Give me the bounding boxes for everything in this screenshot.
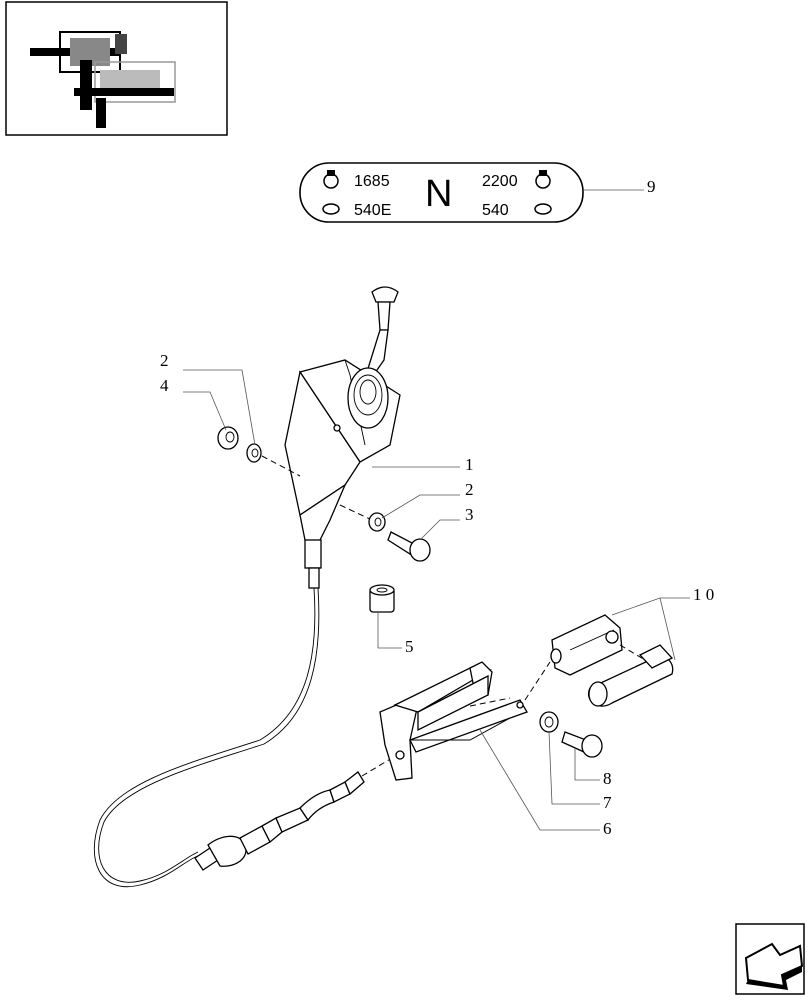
clevis-pin-part-10 bbox=[587, 644, 674, 707]
pto-shaft-icon bbox=[322, 170, 340, 215]
clevis-part-10-upper bbox=[550, 614, 623, 676]
neutral-label: N bbox=[425, 173, 452, 215]
pto-shaft-icon bbox=[534, 170, 552, 215]
speed-label-540: 540 bbox=[482, 202, 509, 219]
callout-6: 6 bbox=[603, 819, 612, 838]
callout-4: 4 bbox=[160, 376, 169, 395]
spacer-part-5 bbox=[369, 584, 395, 613]
callout-10: 1 0 bbox=[693, 585, 714, 604]
bolt-part-3 bbox=[387, 531, 431, 562]
bracket-arm bbox=[379, 661, 528, 781]
callout-9: 9 bbox=[647, 177, 656, 196]
washer-part-2-top bbox=[246, 443, 262, 463]
callout-3: 3 bbox=[465, 505, 474, 524]
bolt-part-8 bbox=[561, 731, 603, 758]
speed-label-540e: 540E bbox=[354, 202, 391, 219]
cable-end-assembly bbox=[194, 771, 365, 871]
speed-label-1685: 1685 bbox=[354, 173, 390, 190]
callout-2-lower: 2 bbox=[465, 480, 474, 499]
speed-label-2200: 2200 bbox=[482, 173, 518, 190]
next-page-arrow-icon[interactable] bbox=[735, 923, 805, 995]
callout-1: 1 bbox=[465, 455, 474, 474]
washer-part-7 bbox=[539, 711, 559, 733]
callout-5: 5 bbox=[405, 637, 414, 656]
callout-7: 7 bbox=[603, 793, 612, 812]
nut-part-4 bbox=[217, 426, 239, 450]
control-lever-assembly bbox=[93, 286, 401, 888]
gear-selector-plate: 1685 540E N 2200 540 bbox=[299, 162, 584, 223]
assembly-location-thumbnail[interactable] bbox=[5, 1, 228, 136]
callout-2-upper: 2 bbox=[160, 351, 169, 370]
callout-8: 8 bbox=[603, 769, 612, 788]
washer-part-2-bottom bbox=[368, 512, 386, 532]
